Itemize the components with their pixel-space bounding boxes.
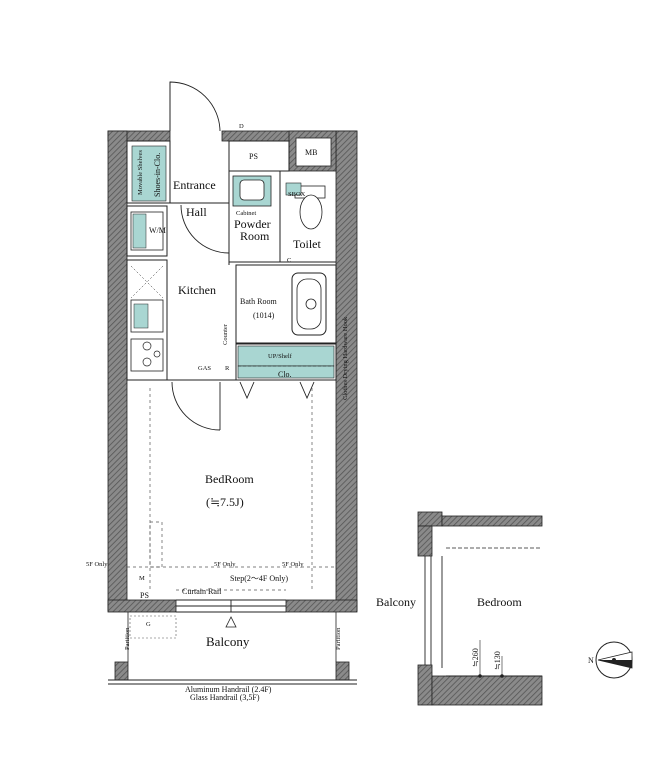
marker-c: C xyxy=(287,257,291,264)
powder-room-label-2: Room xyxy=(240,229,270,243)
handrail-label-1: Aluminum Handrail (2.4F) xyxy=(185,685,272,694)
balcony-label: Balcony xyxy=(206,634,250,649)
partition-left-label: Partition xyxy=(124,627,131,650)
movable-shelves-label: Movable Shelves xyxy=(137,150,144,195)
window xyxy=(176,599,286,613)
ps-bottom-label: PS xyxy=(140,591,149,600)
five-f-only-mid: 5F Only xyxy=(214,561,236,568)
counter-label: Counter xyxy=(222,323,229,345)
bath-room-label: Bath Room xyxy=(240,297,277,306)
up-shelf-label: UP/Shelf xyxy=(268,353,293,360)
clothes-drying-label: Clothes Drying Hardware Hook xyxy=(342,316,349,400)
fixtures xyxy=(130,145,335,379)
kitchen-label: Kitchen xyxy=(178,283,216,297)
shoes-in-clo-label: Shoes-in-Clo. xyxy=(153,153,162,197)
marker-g: G xyxy=(146,621,151,628)
curtain-rail-label: Curtain Rail xyxy=(182,587,222,596)
step-label: Step(2～4F Only) xyxy=(230,574,288,583)
small-labels: Movable Shelves Shoes-in-Clo. SBOX GAS C… xyxy=(86,123,349,628)
outer-walls xyxy=(107,130,358,613)
gas-label: GAS xyxy=(198,365,211,372)
toilet-label: Toilet xyxy=(293,237,321,251)
balcony-area xyxy=(108,612,357,685)
section-labels: Balcony Bedroom ≒260 ≒130 xyxy=(376,595,522,670)
powder-room-label-1: Powder xyxy=(234,217,271,231)
cabinet-label: Cabinet xyxy=(236,210,256,217)
sbox-label: SBOX xyxy=(288,191,306,198)
bedroom-dashed xyxy=(127,388,336,591)
five-f-only-left: 5F Only xyxy=(86,561,108,568)
bedroom-size-label: (≒7.5J) xyxy=(206,495,244,509)
bedroom-label: BedRoom xyxy=(205,472,254,486)
room-labels: Entrance PS MB Hall W/M Cabinet Powder R… xyxy=(124,148,342,650)
footer-labels: Aluminum Handrail (2.4F) Glass Handrail … xyxy=(185,685,272,702)
clo-label: Clo. xyxy=(278,370,292,379)
handrail-label-2: Glass Handrail (3,5F) xyxy=(190,693,260,702)
compass-rose xyxy=(595,641,633,679)
entrance-label: Entrance xyxy=(173,178,216,192)
marker-m: M xyxy=(139,575,145,582)
ps-top-label: PS xyxy=(249,152,258,161)
section-balcony-label: Balcony xyxy=(376,595,416,609)
dim-260-label: ≒260 xyxy=(471,648,480,667)
wm-label: W/M xyxy=(149,226,166,235)
dim-130-label: ≒130 xyxy=(493,651,502,670)
section-bedroom-label: Bedroom xyxy=(477,595,522,609)
partition-right-label: Partition xyxy=(335,627,342,650)
marker-d: D xyxy=(239,123,244,130)
compass-north-label: N xyxy=(588,656,594,665)
five-f-only-right: 5F Only xyxy=(282,561,304,568)
bath-size-label: (1014) xyxy=(253,311,275,320)
door-swings xyxy=(169,81,315,431)
marker-r: R xyxy=(225,365,230,372)
mb-label: MB xyxy=(305,148,317,157)
section-diagram xyxy=(417,511,543,706)
hall-label: Hall xyxy=(186,205,207,219)
